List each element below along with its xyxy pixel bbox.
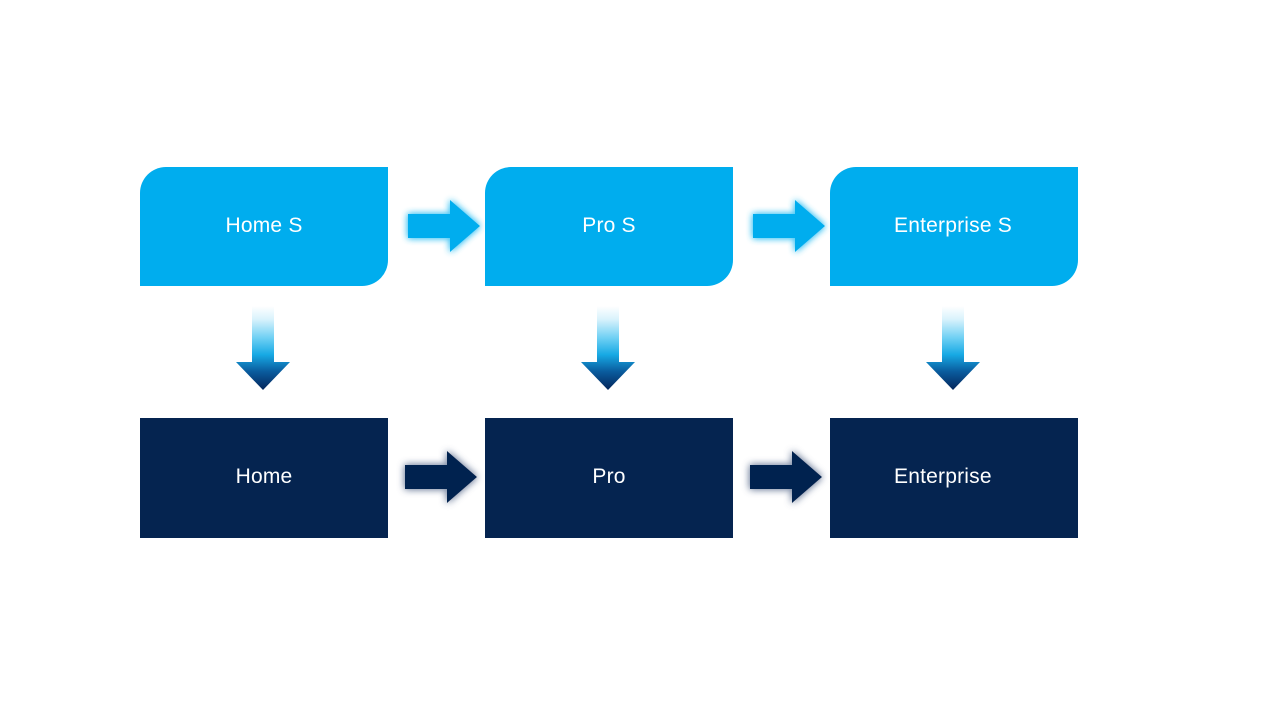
arrow-down-icon [236,306,290,390]
connector-pro-s-to-enterprise-s [751,196,827,256]
connector-home-s-to-home [232,306,294,392]
arrow-right-icon [405,451,477,503]
node-pro-label: Pro [592,465,626,489]
node-pro[interactable]: Pro [485,418,733,538]
node-home-s[interactable]: Home S [140,167,388,286]
node-pro-s[interactable]: Pro S [485,167,733,286]
node-enterprise-s[interactable]: Enterprise S [830,167,1078,286]
node-home-label: Home [235,465,293,489]
arrow-right-icon [750,451,822,503]
node-enterprise-label: Enterprise [894,465,992,489]
node-pro-s-label: Pro S [582,213,636,237]
node-enterprise-s-label: Enterprise S [894,213,1012,237]
connector-pro-to-enterprise [748,447,824,507]
arrow-down-icon [581,306,635,390]
node-home[interactable]: Home [140,418,388,538]
node-home-s-label: Home S [225,213,303,237]
connector-home-s-to-pro-s [406,196,482,256]
connector-enterprise-s-to-enterprise [922,306,984,392]
arrow-right-icon [753,200,825,252]
arrow-down-icon [926,306,980,390]
connector-home-to-pro [403,447,479,507]
arrow-right-icon [408,200,480,252]
node-enterprise[interactable]: Enterprise [830,418,1078,538]
connector-pro-s-to-pro [577,306,639,392]
